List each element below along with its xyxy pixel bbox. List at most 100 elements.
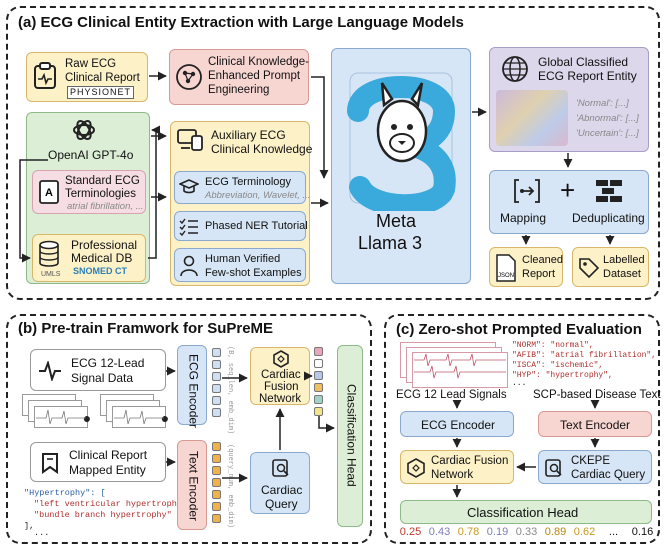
score-6: 0.89 xyxy=(544,526,567,538)
tag-icon xyxy=(577,256,601,280)
person-icon xyxy=(178,254,200,278)
text-dim-label: (query_num, emb_dim) xyxy=(226,444,234,529)
prompt-engineering-box: Clinical Knowledge- Enhanced Prompt Engi… xyxy=(169,49,309,105)
global-tag-abnormal: 'Abnormal': [...] xyxy=(576,113,639,124)
score-2: 0.43 xyxy=(428,526,451,538)
pulse-icon xyxy=(37,358,63,384)
std-terms-sub: atrial fibrillation, ... xyxy=(67,201,144,212)
prof-db-box: Professional Medical DB SNOMED CT UMLS xyxy=(32,234,146,282)
score-5: 0.33 xyxy=(515,526,538,538)
mapping-icon xyxy=(512,177,542,205)
cls-head-b: Classification Head xyxy=(337,345,363,527)
raw-report-line1: Raw ECG xyxy=(65,58,117,70)
global-tag-uncertain: 'Uncertain': [...] xyxy=(576,128,639,139)
labelled-line2: Dataset xyxy=(603,268,641,280)
ecg-encoder-b: ECG Encoder xyxy=(177,345,207,428)
panel-c xyxy=(384,314,660,544)
text-encoder-c: Text Encoder xyxy=(538,411,652,437)
fusion-c-line1: Cardiac Fusion xyxy=(431,455,509,467)
std-terms-box: A Standard ECG Terminologies atrial fibr… xyxy=(32,170,146,214)
monitor-icon xyxy=(175,127,205,153)
cleaned-line1: Cleaned xyxy=(522,254,563,266)
ecg-encoder-c: ECG Encoder xyxy=(400,411,514,437)
mapping-label: Mapping xyxy=(500,211,547,225)
llama-line2: Llama 3 xyxy=(358,233,423,253)
fusion-c-box: Cardiac Fusion Network xyxy=(400,450,514,484)
llama-line1: Meta xyxy=(376,211,417,231)
aux-item-ner: Phased NER Tutorial xyxy=(174,211,308,241)
fusion-hex-icon-b xyxy=(269,350,293,368)
code-line-2: "left ventricular hypertrophy" xyxy=(34,499,188,509)
umls-logo: UMLS xyxy=(41,271,61,278)
text-encoder-b: Text Encoder xyxy=(177,440,207,530)
dedup-label: Deduplicating xyxy=(572,211,645,225)
clinical-line2: Mapped Entity xyxy=(69,463,146,477)
fusion-b-line1: Cardiac xyxy=(261,369,301,381)
json-file-icon: JSON xyxy=(494,252,518,284)
prompt-line3: Engineering xyxy=(208,84,270,96)
prompt-line1: Clinical Knowledge- xyxy=(208,56,309,68)
panel-b-title: (b) Pre-train Framwork for SuPreME xyxy=(18,320,274,337)
aux-item-3-label: Human Verified xyxy=(205,253,281,265)
gpt-label: OpenAI GPT-4o xyxy=(48,148,134,162)
aux-item-3-sub: Few-shot Examples xyxy=(205,267,302,279)
score-4: 0.19 xyxy=(486,526,509,538)
ckepe-box: CKEPE Cardiac Query xyxy=(538,450,652,484)
fusion-hex-icon-c xyxy=(405,457,427,479)
global-tag-normal: 'Normal': [...] xyxy=(576,98,629,109)
scp-code-2: "AFIB": "atrial fibrillation", xyxy=(512,351,657,360)
ecg-dim-label: (B, seq_len, emb_dim) xyxy=(226,346,234,435)
labelled-line1: Labelled xyxy=(603,254,645,266)
aux-item-human: Human Verified Few-shot Examples xyxy=(174,248,306,282)
search-doc-icon-b xyxy=(269,457,293,479)
scp-code-3: "ISCA": "ischemic", xyxy=(512,361,604,370)
score-8: ... xyxy=(608,526,619,538)
fusion-c-line2: Network xyxy=(431,469,474,481)
fusion-b-box: Cardiac Fusion Network xyxy=(250,347,310,405)
clipboard-icon xyxy=(31,61,59,91)
global-entity-box: Global Classified ECG Report Entity 'Nor… xyxy=(489,47,649,152)
signals-label-c: ECG 12 Lead Signals xyxy=(396,389,507,401)
score-9: 0.16 xyxy=(631,526,654,538)
query-b-box: Cardiac Query xyxy=(250,452,310,514)
text-encoder-b-label: Text Encoder xyxy=(186,451,201,522)
search-doc-icon-c xyxy=(543,457,565,479)
raw-report-box: Raw ECG Clinical Report PHYSIONET xyxy=(26,52,148,102)
ecg-signal-line2: Signal Data xyxy=(71,371,134,385)
cls-head-b-label: Classification Head xyxy=(344,384,359,487)
ckepe-line2: Cardiac Query xyxy=(571,469,646,481)
scp-label-c: SCP-based Disease Text xyxy=(533,389,661,401)
bricks-icon xyxy=(594,177,624,205)
word-cloud xyxy=(496,90,568,146)
panel-a xyxy=(6,6,660,300)
ecg-signal-line1: ECG 12-Lead xyxy=(71,356,145,370)
clinical-line1: Clinical Report xyxy=(69,448,148,462)
code-line-3: "bundle branch hypertrophy" xyxy=(34,510,172,520)
code-line-5: ... xyxy=(34,528,50,538)
aux-item-1-label: ECG Terminology xyxy=(205,176,291,188)
code-line-4: ], xyxy=(24,521,35,531)
labelled-dataset-box: Labelled Dataset xyxy=(572,247,649,287)
cleaned-line2: Report xyxy=(522,268,556,280)
score-1: 0.25 xyxy=(399,526,422,538)
openai-icon xyxy=(70,116,98,144)
book-a-icon: A xyxy=(36,178,62,206)
aux-item-2-label: Phased NER Tutorial xyxy=(205,220,308,232)
panel-c-title: (c) Zero-shot Prompted Evaluation xyxy=(396,321,642,338)
globe-icon xyxy=(500,54,530,84)
ecg-encoder-c-label: ECG Encoder xyxy=(421,418,496,432)
panel-a-title: (a) ECG Clinical Entity Extraction with … xyxy=(18,14,464,31)
scp-code-4: "HYP": "hypertrophy", xyxy=(512,371,613,380)
std-terms-line1: Standard ECG xyxy=(65,175,140,187)
ecg-signal-box: ECG 12-Lead Signal Data xyxy=(30,349,166,391)
json-icon-text: JSON xyxy=(498,273,514,279)
checklist-icon xyxy=(178,216,200,238)
prof-db-line1: Professional xyxy=(71,238,138,252)
llama-box: Meta Llama 3 xyxy=(331,48,471,284)
clinical-report-box: Clinical Report Mapped Entity xyxy=(30,442,166,482)
mapping-dedup-box: + Mapping Deduplicating xyxy=(489,170,649,234)
cleaned-report-box: JSON Cleaned Report xyxy=(489,247,563,287)
query-b-line2: Query xyxy=(265,497,298,511)
